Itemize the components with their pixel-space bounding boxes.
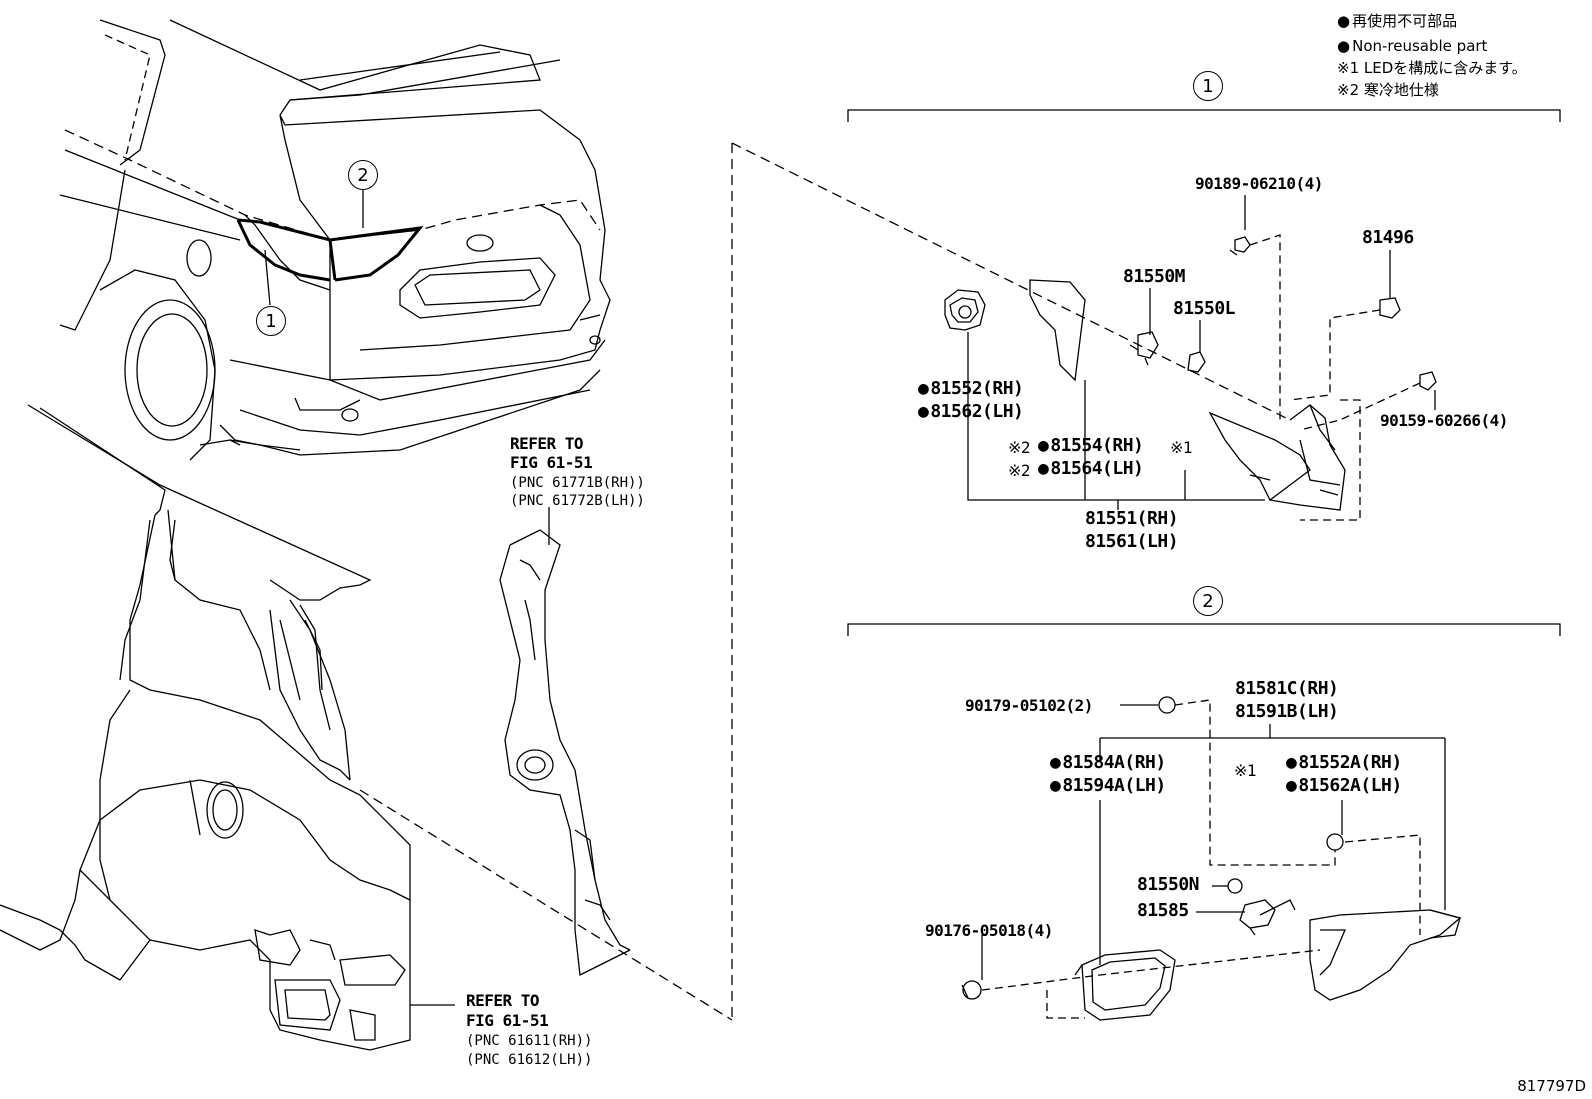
refer-leaders bbox=[410, 507, 550, 1006]
part-81562A-lh: 81562A(LH) bbox=[1286, 775, 1402, 797]
refer-lower-line2: FIG 61-51 bbox=[466, 1011, 549, 1030]
part-81585: 81585 bbox=[1137, 900, 1189, 921]
callout-1-section: 1 bbox=[1193, 71, 1223, 101]
section1-frame bbox=[847, 109, 1561, 122]
quarter-panel bbox=[0, 404, 411, 1051]
part-81496: 81496 bbox=[1362, 227, 1414, 248]
section2-part-drawings bbox=[961, 696, 1462, 1021]
legend-non-reusable-jp: 再使用不可部品 bbox=[1337, 10, 1457, 32]
note1-81551: ※1 bbox=[1170, 438, 1193, 457]
refer-upper-line3: (PNC 61771B(RH)) bbox=[510, 475, 645, 491]
part-90176-05018: 90176-05018(4) bbox=[925, 921, 1053, 940]
part-90189-06210: 90189-06210(4) bbox=[1195, 174, 1323, 193]
refer-lower-line4: (PNC 61612(LH)) bbox=[466, 1052, 593, 1068]
vehicle-rear-view bbox=[59, 19, 611, 461]
section2-dashed bbox=[981, 699, 1421, 1019]
pillar-reinforcement bbox=[499, 529, 631, 976]
part-81564-lh: 81564(LH) bbox=[1038, 458, 1144, 480]
section1-dashed bbox=[1249, 234, 1421, 521]
part-81552-rh: 81552(RH) bbox=[918, 378, 1024, 400]
part-81551-rh: 81551(RH) bbox=[1085, 508, 1179, 529]
refer-lower-line3: (PNC 61611(RH)) bbox=[466, 1033, 593, 1049]
part-81561-lh: 81561(LH) bbox=[1085, 531, 1179, 552]
part-81552A-rh: 81552A(RH) bbox=[1286, 752, 1402, 774]
section2-leaders bbox=[981, 704, 1446, 980]
legend-note1: ※1 LEDを構成に含みます。 bbox=[1337, 59, 1527, 77]
part-81594A-lh: 81594A(LH) bbox=[1050, 775, 1166, 797]
section2-frame bbox=[847, 623, 1561, 636]
callout-2-section: 2 bbox=[1193, 586, 1223, 616]
part-90179-05102: 90179-05102(2) bbox=[965, 696, 1093, 715]
part-81550M: 81550M bbox=[1123, 266, 1186, 287]
callout-2-vehicle: 2 bbox=[348, 160, 378, 190]
callout-1-vehicle: 1 bbox=[256, 306, 286, 336]
part-81581C-rh: 81581C(RH) bbox=[1235, 678, 1339, 699]
refer-upper-line1: REFER TO bbox=[510, 434, 584, 453]
part-81584A-rh: 81584A(RH) bbox=[1050, 752, 1166, 774]
part-81554-rh: 81554(RH) bbox=[1038, 435, 1144, 457]
vehicle-callout-leaders bbox=[264, 188, 364, 306]
refer-upper-line2: FIG 61-51 bbox=[510, 453, 593, 472]
diagram-code: 817797D bbox=[1517, 1077, 1586, 1095]
legend-non-reusable-en: Non-reusable part bbox=[1337, 35, 1487, 57]
part-90159-60266: 90159-60266(4) bbox=[1380, 411, 1508, 430]
detail-connection-lines bbox=[359, 142, 1291, 1021]
refer-upper-line4: (PNC 61772B(LH)) bbox=[510, 493, 645, 509]
part-81550L: 81550L bbox=[1173, 298, 1236, 319]
note2-81564: ※2 bbox=[1008, 461, 1031, 480]
part-81550N: 81550N bbox=[1137, 874, 1200, 895]
part-81591B-lh: 81591B(LH) bbox=[1235, 701, 1339, 722]
note2-81554: ※2 bbox=[1008, 438, 1031, 457]
section1-part-drawings bbox=[944, 236, 1437, 511]
legend-note2: ※2 寒冷地仕様 bbox=[1337, 81, 1439, 99]
part-81562-lh: 81562(LH) bbox=[918, 401, 1024, 423]
refer-lower-line1: REFER TO bbox=[466, 991, 540, 1010]
note1-section2: ※1 bbox=[1234, 761, 1257, 780]
